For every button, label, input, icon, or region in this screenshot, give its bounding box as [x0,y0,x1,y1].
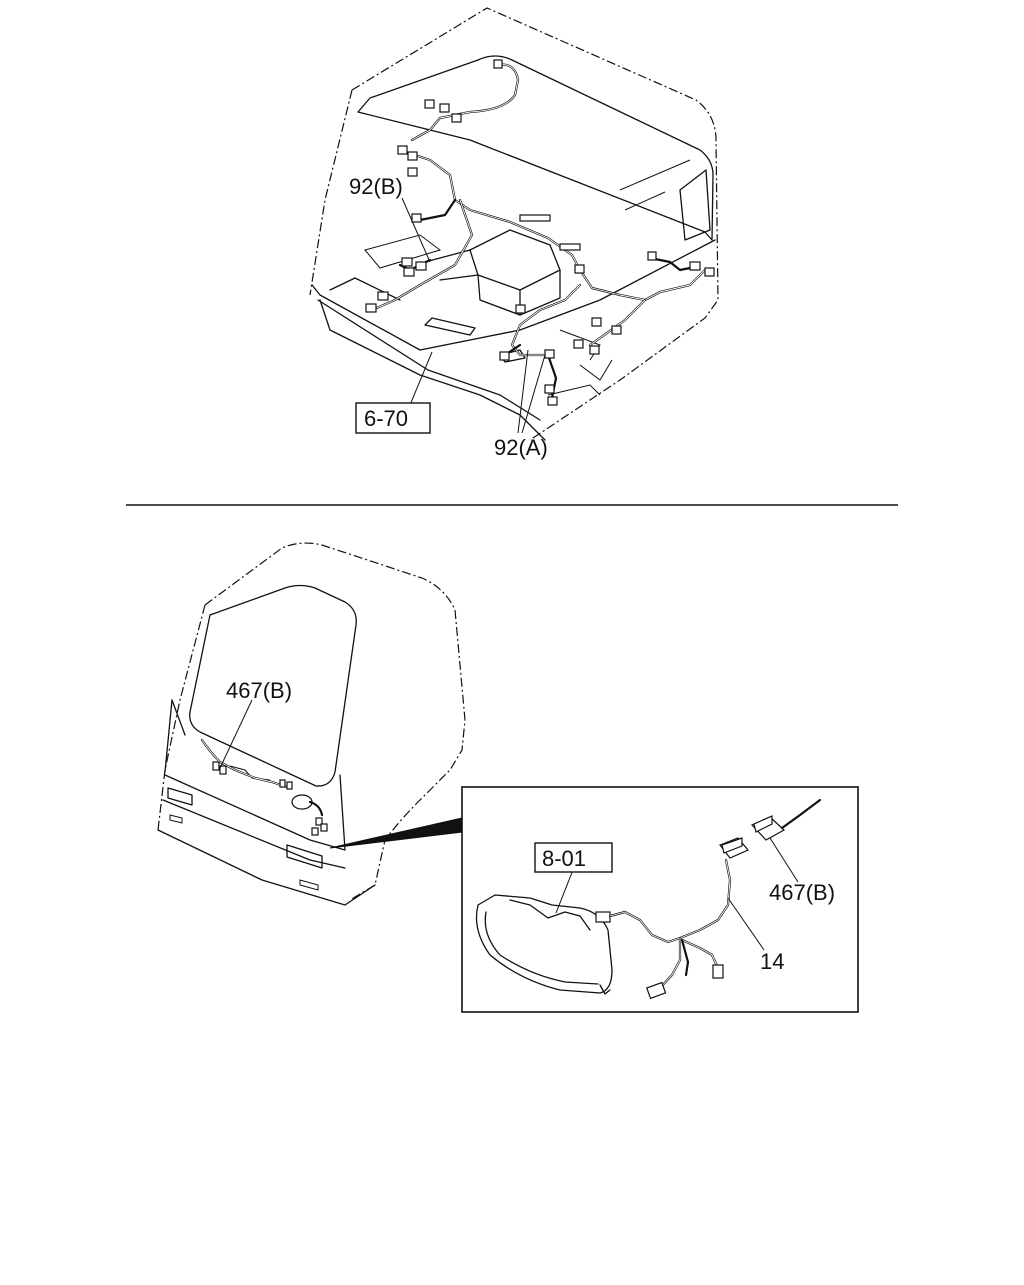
label-14: 14 [760,949,784,974]
leader-lines-top [401,197,546,434]
label-8-01: 8-01 [542,846,586,871]
label-6-70: 6-70 [364,406,408,431]
label-467b-detail: 467(B) [769,880,835,905]
label-92a: 92(A) [494,435,548,460]
leader-lines-bottom [219,699,253,769]
cab-exterior-illustration [157,542,466,906]
detail-box [461,786,859,1013]
ref-box-8-01[interactable] [534,842,613,873]
wire-harness-92 [365,59,715,406]
label-467b-cab: 467(B) [226,678,292,703]
label-92b: 92(B) [349,174,403,199]
ref-box-6-70[interactable] [355,402,431,434]
headlamp-detail [475,798,822,1000]
leader-lines-detail [555,837,799,951]
